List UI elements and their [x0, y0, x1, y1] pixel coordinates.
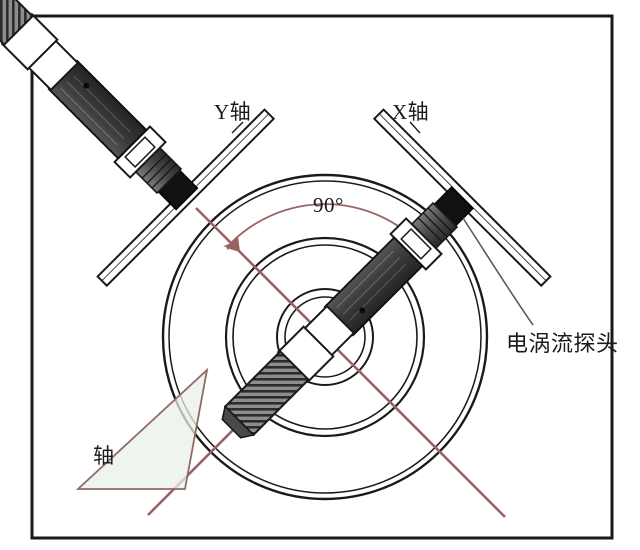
y-axis-line — [195, 207, 506, 518]
x-axis-label-leader — [409, 121, 421, 134]
y-axis-probe[interactable] — [0, 0, 276, 288]
label-y-axis: Y轴 — [214, 100, 252, 124]
label-x-axis: X轴 — [392, 100, 430, 124]
label-shaft: 轴 — [93, 444, 115, 468]
shaft-label-leader — [75, 367, 209, 490]
label-eddy-current-probe: 电涡流探头 — [506, 331, 619, 356]
y-probe-collar-b — [124, 136, 156, 168]
y-axis-label-leader — [231, 121, 244, 134]
diagram-frame — [30, 14, 614, 540]
y-probe-cable — [0, 0, 34, 46]
x-axis-probe[interactable] — [148, 108, 552, 512]
label-angle-90: 90° — [313, 193, 344, 217]
x-probe-collar-b — [400, 228, 432, 260]
probe-label-leader — [462, 217, 534, 326]
